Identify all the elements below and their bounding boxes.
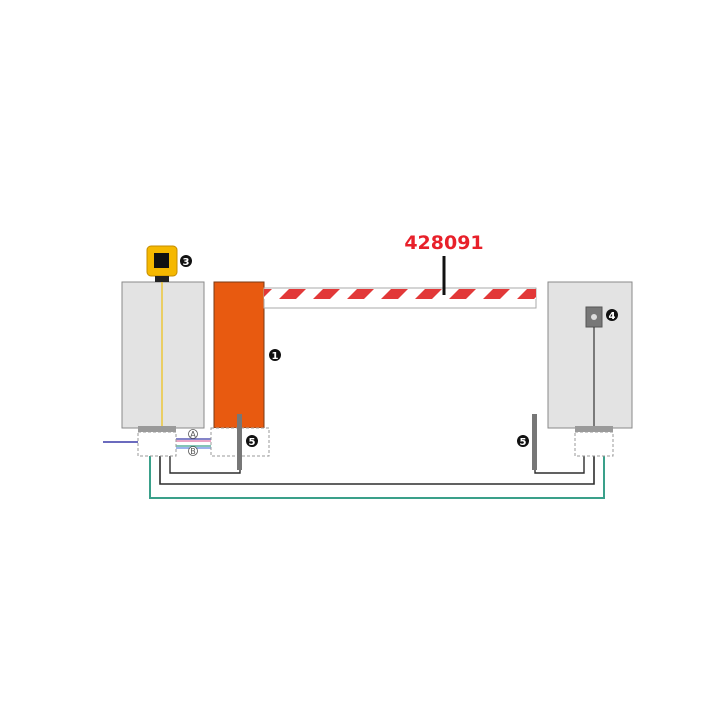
callout-photocell-left-number: 5	[249, 437, 256, 448]
right-column	[547, 281, 633, 429]
left-column-base-cap	[138, 426, 176, 432]
wire-label-b: B	[188, 446, 198, 456]
boom-arm-stripes	[264, 289, 536, 299]
callout-photocell-right-number: 5	[520, 437, 527, 448]
callout-flashing-light: 3	[180, 255, 192, 268]
callout-barrier-cabinet-number: 1	[272, 351, 279, 362]
barrier-cabinet	[213, 281, 265, 429]
callout-barrier-cabinet: 1	[269, 349, 281, 362]
wire-label-a-text: A	[190, 430, 196, 439]
photocell-left-post	[237, 414, 242, 470]
left-column	[121, 281, 205, 429]
right-column-base-cap	[575, 426, 613, 432]
loop-wire-green	[149, 456, 605, 499]
callout-flashing-light-number: 3	[183, 257, 190, 268]
wire-label-a: A	[188, 429, 198, 439]
photocell-right-post	[532, 414, 537, 470]
loop-wire-dark	[159, 456, 595, 485]
part-number-label: 428091	[404, 232, 483, 254]
left-junction-box	[137, 431, 177, 457]
wire-label-b-text: B	[190, 447, 196, 456]
callout-receiver-number: 4	[609, 311, 616, 322]
receiver-lens	[591, 314, 597, 320]
right-junction-box	[574, 431, 614, 457]
flashing-light-lens	[154, 253, 169, 268]
callout-photocell-left: 5	[246, 435, 258, 448]
callout-photocell-right: 5	[517, 435, 529, 448]
flashing-light-mount	[155, 276, 169, 282]
callout-receiver: 4	[606, 309, 618, 322]
